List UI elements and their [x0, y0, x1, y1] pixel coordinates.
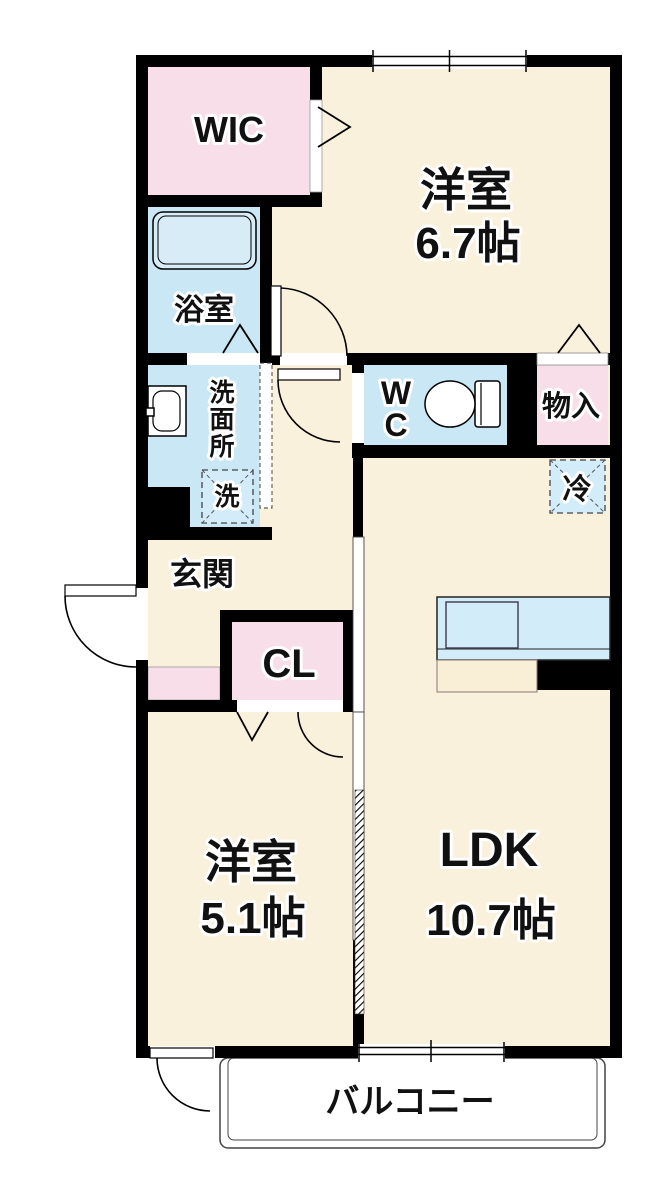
label-refrigerator: 冷: [562, 473, 591, 506]
room-wic: [148, 67, 310, 195]
wic-folding-door-icon: [317, 106, 352, 148]
cl-door-opening: [237, 700, 343, 712]
bath-door-opening: [187, 353, 260, 365]
label-bathroom: 浴室: [174, 293, 234, 327]
storage-door-opening: [536, 352, 609, 366]
openings: [136, 50, 609, 1062]
bedroom-top-door-opening: [280, 353, 347, 365]
entrance-door: [64, 584, 137, 668]
wall-left: [136, 55, 148, 1058]
window-top: [372, 50, 527, 72]
wc-door: [277, 368, 341, 443]
label-wc-1: W: [381, 375, 412, 411]
label-ldk: LDK: [440, 824, 539, 877]
wic-door-opening: [309, 99, 323, 193]
entrance-step: [147, 666, 221, 701]
washroom-sliding-door: [259, 362, 273, 509]
wall-divider-upper: [353, 458, 363, 537]
sink-icon: [145, 385, 187, 437]
label-bedroom-top: 洋室: [420, 164, 512, 216]
hall-ldk-passage: [352, 536, 365, 713]
washing-machine-box: [201, 469, 254, 524]
label-washer: 洗: [214, 483, 239, 511]
storage-folding-door-icon: [557, 323, 601, 354]
label-wic: WIC: [194, 109, 264, 150]
label-bedroom-bottom-size: 5.1帖: [200, 894, 305, 943]
toilet-icon: [424, 380, 501, 428]
window-ldk: [358, 1040, 505, 1062]
doors: [64, 106, 601, 1112]
fixtures: [145, 211, 611, 693]
label-bedroom-bottom: 洋室: [205, 836, 297, 888]
kitchen-lower-counter: [436, 659, 538, 693]
kitchen-sink: [445, 601, 519, 649]
kitchen-block: [535, 660, 610, 690]
label-bedroom-top-size: 6.7帖: [415, 219, 520, 268]
label-balcony: バルコニー: [325, 1083, 494, 1121]
label-washroom-3: 所: [209, 433, 234, 461]
bedroom-top-door: [270, 285, 348, 357]
label-storage: 物入: [542, 390, 600, 423]
label-closet: CL: [262, 642, 315, 686]
refrigerator-box: [549, 459, 606, 514]
wall-ldk-top: [352, 445, 610, 458]
labels: WIC 洋室 6.7帖 浴室 洗 面 所 洗 W C 物入 冷 玄関 CL 洋室…: [167, 106, 603, 1123]
wall-bath-right: [260, 195, 272, 365]
label-washroom-1: 洗: [209, 379, 234, 407]
cl-room-door: [297, 711, 344, 758]
wc-door-opening: [352, 373, 364, 443]
sliding-partition-hatch: [354, 789, 365, 1015]
wall-wc-right: [507, 363, 537, 445]
label-wc-2: C: [384, 407, 407, 443]
room-storage: [537, 365, 608, 445]
bathtub-icon: [152, 211, 257, 270]
wall-entrance-bottom: [136, 700, 232, 712]
balcony-door: [149, 1047, 214, 1112]
label-washroom-2: 面: [209, 406, 234, 434]
label-ldk-size: 10.7帖: [426, 896, 556, 945]
bath-folding-door-icon: [222, 323, 259, 354]
room-closet: [232, 622, 343, 700]
wall-wic-bottom: [136, 195, 322, 207]
cl-folding-door-icon: [236, 711, 269, 742]
wall-washroom-bottom: [148, 527, 272, 540]
wall-right: [610, 55, 622, 1058]
entrance-door-opening: [136, 588, 148, 660]
kitchen-counter: [436, 596, 611, 693]
label-entrance: 玄関: [170, 556, 234, 592]
